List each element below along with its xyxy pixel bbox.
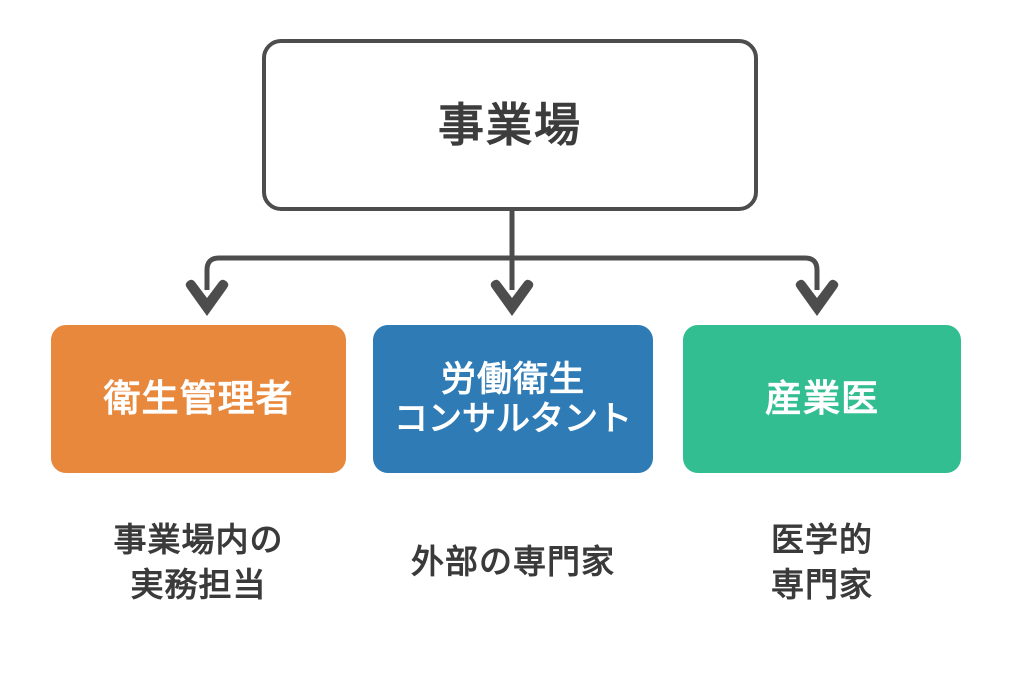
caption-line: 外部の専門家 <box>411 543 615 581</box>
node-health-supervisor-label: 衛生管理者 <box>103 378 294 420</box>
arrowhead-right-icon <box>795 279 839 316</box>
node-health-supervisor[interactable]: 衛生管理者 <box>51 325 346 473</box>
caption-occupational-health-consultant: 外部の専門家 <box>373 500 653 625</box>
caption-line: 実務担当 <box>130 565 267 603</box>
arrowhead-center-icon <box>490 279 534 316</box>
caption-line: 専門家 <box>771 565 873 603</box>
caption-occupational-physician: 医学的 専門家 <box>683 500 961 625</box>
root-node-label: 事業場 <box>438 99 582 151</box>
node-occupational-physician-label: 産業医 <box>765 378 879 420</box>
root-node-workplace[interactable]: 事業場 <box>262 39 758 211</box>
node-occupational-health-consultant[interactable]: 労働衛生 コンサルタント <box>373 325 653 473</box>
node-occupational-health-consultant-label: 労働衛生 コンサルタント <box>394 360 632 438</box>
caption-line: 医学的 <box>771 520 873 558</box>
connector-bus <box>204 255 820 290</box>
node-occupational-physician[interactable]: 産業医 <box>683 325 961 473</box>
arrowhead-left-icon <box>185 279 229 316</box>
caption-health-supervisor: 事業場内の 実務担当 <box>51 500 346 625</box>
caption-line: 事業場内の <box>113 520 284 558</box>
